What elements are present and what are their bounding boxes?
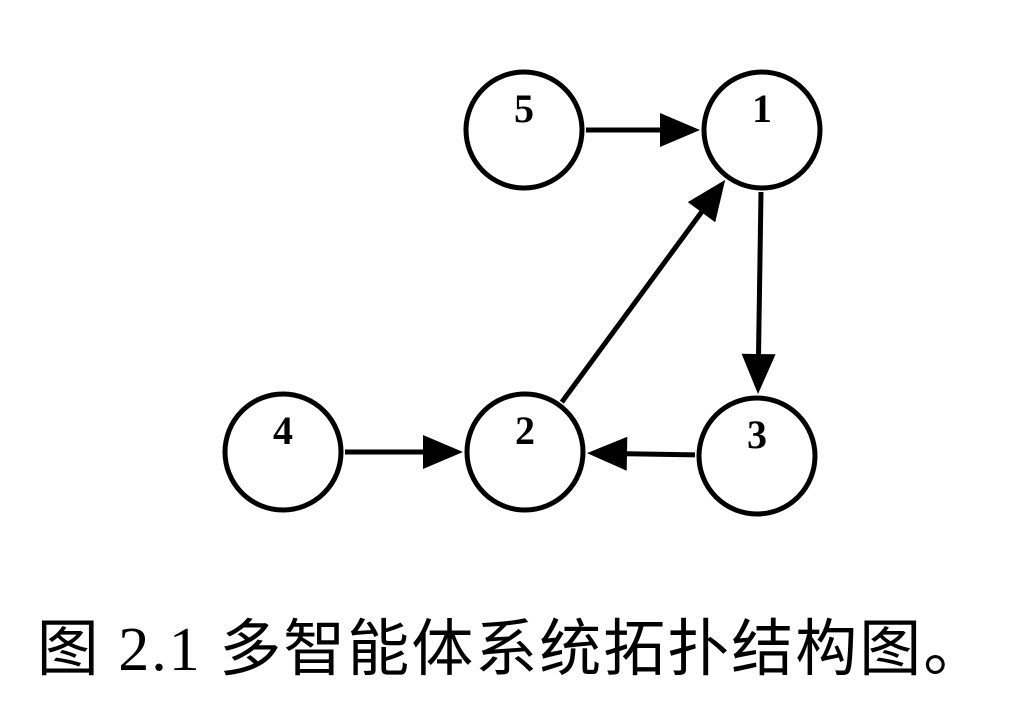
edge-line: [756, 191, 764, 357]
node-label: 4: [273, 408, 293, 453]
node-label: 3: [747, 412, 767, 457]
node-circle: [464, 391, 586, 513]
node-circle: [696, 395, 818, 517]
edge-2-to-1: [559, 179, 726, 404]
edge-line: [559, 209, 705, 404]
node-2: 2: [464, 391, 586, 513]
arrowhead-icon: [741, 353, 776, 394]
arrowhead-icon: [423, 435, 463, 469]
edge-3-to-2: [587, 436, 696, 471]
arrowhead-icon: [587, 436, 628, 471]
edges-layer: [345, 113, 776, 471]
node-4: 4: [222, 391, 344, 513]
node-circle: [701, 69, 823, 191]
node-label: 1: [752, 86, 772, 131]
edge-5-to-1: [586, 113, 700, 147]
edge-1-to-3: [741, 191, 776, 394]
node-circle: [222, 391, 344, 513]
figure-caption: 图 2.1 多智能体系统拓扑结构图。: [36, 616, 988, 684]
node-circle: [463, 69, 585, 191]
edge-line: [624, 451, 696, 458]
node-5: 5: [463, 69, 585, 191]
node-3: 3: [696, 395, 818, 517]
node-label: 5: [514, 86, 534, 131]
node-1: 1: [701, 69, 823, 191]
arrowhead-icon: [660, 113, 700, 147]
node-label: 2: [515, 408, 535, 453]
nodes-layer: 1 2 3 4 5: [222, 69, 823, 517]
edge-4-to-2: [345, 435, 463, 469]
arrowhead-icon: [687, 179, 726, 223]
